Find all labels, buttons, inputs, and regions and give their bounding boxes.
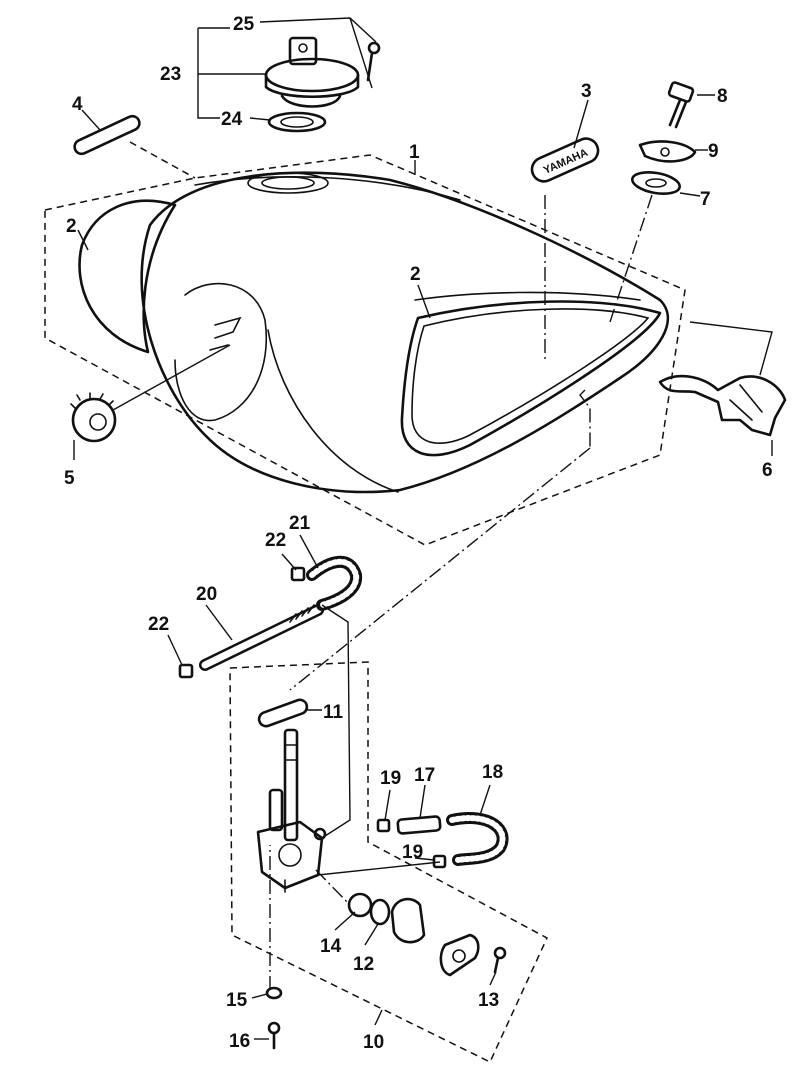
lever-screw — [493, 946, 507, 974]
fuel-cock-lever — [390, 897, 480, 977]
callout-11: 11 — [323, 702, 344, 723]
callout-19-lower: 19 — [402, 842, 423, 863]
callout-20: 20 — [196, 584, 217, 605]
drain-washer — [265, 986, 283, 1000]
callout-6: 6 — [762, 460, 773, 481]
callout-21: 21 — [289, 513, 311, 534]
callout-4: 4 — [72, 94, 83, 115]
callout-16: 16 — [229, 1031, 250, 1052]
damper — [70, 392, 117, 443]
assembly-centre-lines — [269, 194, 653, 990]
fuel-pipe — [199, 604, 324, 671]
emblem-pad — [73, 114, 141, 156]
callout-17: 17 — [414, 765, 435, 786]
callout-labels: 1 2 2 3 4 5 6 7 8 9 10 11 12 13 14 15 16… — [64, 14, 773, 1053]
callout-2-left: 2 — [66, 216, 77, 237]
callout-10: 10 — [363, 1032, 384, 1053]
fuel-cock-assembly-boundary — [229, 661, 548, 1064]
cap-gasket — [267, 111, 327, 133]
bolt — [667, 81, 695, 129]
callout-3: 3 — [581, 81, 592, 102]
callout-1: 1 — [409, 142, 420, 163]
washer — [631, 171, 681, 195]
tank-stripe-left — [78, 199, 177, 354]
fuel-hose-coiled — [446, 812, 509, 866]
cap-screw — [366, 41, 381, 82]
callout-22-lower: 22 — [148, 614, 169, 635]
callout-23: 23 — [160, 64, 181, 85]
callout-19-upper: 19 — [380, 768, 401, 789]
callout-7: 7 — [700, 189, 711, 210]
leader-lines — [73, 17, 773, 1040]
packing — [347, 892, 373, 918]
fuel-tank — [140, 171, 670, 494]
callout-8: 8 — [717, 86, 728, 107]
callout-22-upper: 22 — [265, 530, 286, 551]
callout-9: 9 — [708, 141, 719, 162]
collar — [638, 140, 697, 163]
hose-clip-lower — [178, 663, 194, 679]
tank-stripe-right — [400, 300, 662, 457]
fuel-cock-gasket — [257, 698, 309, 728]
tank-bracket — [658, 374, 787, 437]
callout-25: 25 — [233, 14, 255, 35]
callout-5: 5 — [64, 468, 75, 489]
drain-screw — [267, 1021, 281, 1050]
breather-hose — [306, 555, 363, 611]
hose-clip-upper — [290, 566, 306, 582]
fuel-hose-clip-lower — [432, 854, 447, 869]
fuel-cock — [256, 728, 327, 893]
callout-2-right: 2 — [410, 264, 421, 285]
callout-15: 15 — [226, 990, 248, 1011]
fuel-cap — [264, 36, 360, 108]
fuel-hose-clip-upper — [376, 818, 391, 833]
o-ring — [369, 898, 391, 926]
callout-18: 18 — [482, 762, 503, 783]
callout-12: 12 — [353, 954, 374, 975]
tank-emblem: YAMAHA — [530, 137, 600, 183]
callout-14: 14 — [320, 936, 342, 957]
fuel-hose-short — [396, 815, 442, 835]
callout-24: 24 — [221, 109, 243, 130]
tank-assembly-boundary — [44, 154, 686, 546]
callout-13: 13 — [478, 990, 499, 1011]
